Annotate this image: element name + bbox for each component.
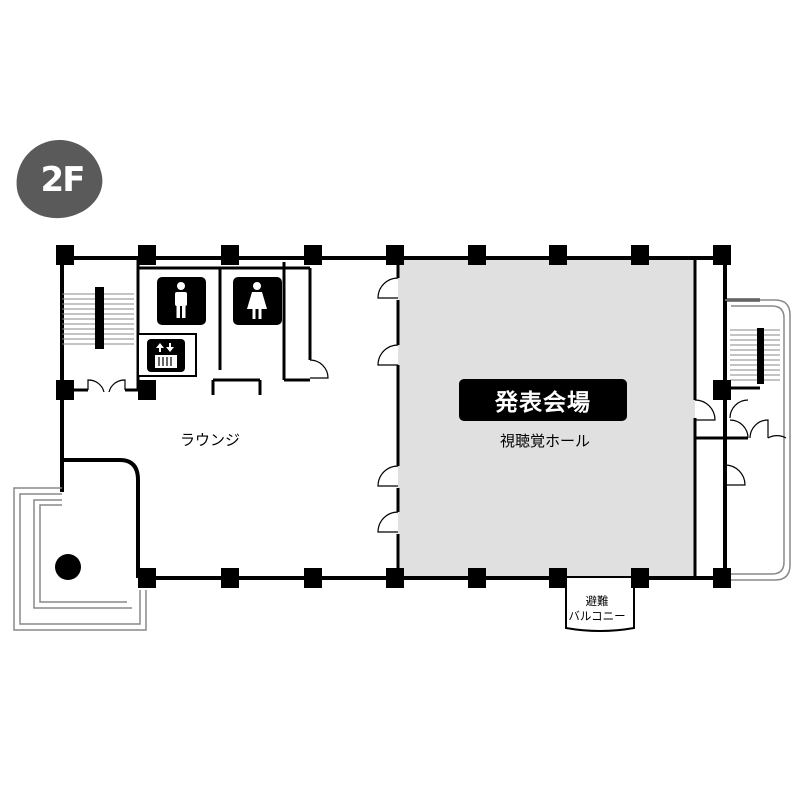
- floor-label: 2F: [40, 160, 86, 200]
- left-stair-rail: [95, 287, 104, 349]
- right-staircase: [730, 329, 780, 381]
- right-balcony-outline: [725, 299, 791, 581]
- terrace-outline: [13, 487, 147, 631]
- lounge-label: ラウンジ: [180, 431, 241, 449]
- balcony-label-line2: バルコニー: [568, 609, 626, 623]
- elevator-icon: [137, 333, 197, 377]
- mens-restroom-icon: [157, 277, 206, 325]
- evacuation-balcony-outline: [565, 578, 635, 632]
- balcony-label-line1: 避難: [585, 594, 609, 608]
- door-swings: [87, 277, 787, 597]
- womens-restroom-icon: [233, 277, 282, 325]
- hall-title: 発表会場: [459, 379, 627, 421]
- lounge-curved-wall: [62, 458, 140, 578]
- terrace-pillar-marker: [55, 554, 81, 580]
- hall-subtitle: 視聴覚ホール: [499, 432, 590, 450]
- columns: [56, 245, 731, 588]
- right-stair-rail: [757, 328, 764, 384]
- evacuation-balcony-label: 避難 バルコニー: [561, 594, 633, 624]
